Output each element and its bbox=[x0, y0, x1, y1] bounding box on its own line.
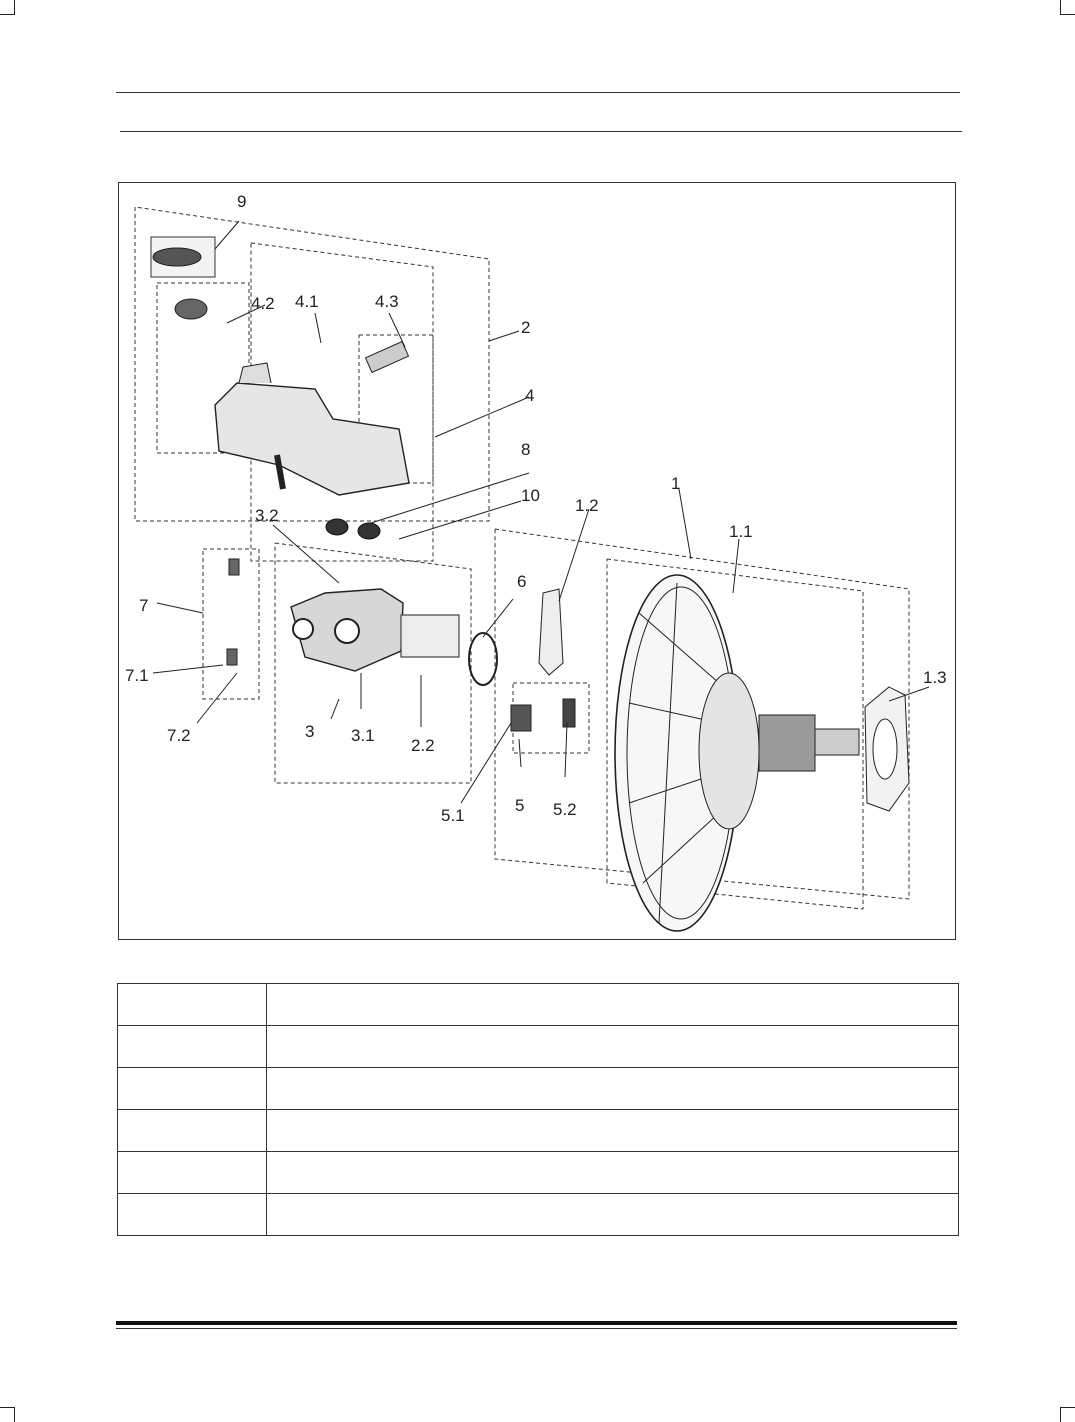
table-row bbox=[117, 1067, 959, 1110]
table-cell bbox=[117, 1193, 267, 1236]
header-rule-bottom bbox=[120, 131, 962, 132]
reservoir-cap bbox=[150, 236, 216, 320]
table-cell bbox=[117, 1067, 267, 1110]
grommets bbox=[325, 518, 381, 540]
brake-booster bbox=[614, 574, 860, 932]
callout-3-2: 3.2 bbox=[255, 506, 279, 525]
booster-seal bbox=[538, 588, 564, 676]
callout-6: 6 bbox=[517, 572, 526, 591]
header-rule-top bbox=[116, 92, 960, 93]
callout-3: 3 bbox=[305, 722, 314, 741]
fittings bbox=[226, 558, 240, 666]
table-row bbox=[117, 1193, 959, 1236]
callout-1-1: 1.1 bbox=[729, 522, 753, 541]
master-cylinder bbox=[290, 588, 498, 686]
callout-4: 4 bbox=[525, 386, 534, 405]
callout-3-1: 3.1 bbox=[351, 726, 375, 745]
table-cell bbox=[117, 1109, 267, 1152]
callout-5-1: 5.1 bbox=[441, 806, 465, 825]
booster-gasket bbox=[864, 686, 910, 812]
callout-4-2: 4.2 bbox=[251, 294, 275, 313]
table-cell bbox=[117, 1151, 267, 1194]
check-valve bbox=[510, 698, 576, 732]
callout-10: 10 bbox=[521, 486, 540, 505]
table-cell bbox=[266, 1067, 959, 1110]
exploded-view-figure: 9 4.2 4.1 4.3 2 4 8 10 3.2 7 7.1 7.2 3 3… bbox=[118, 182, 956, 940]
callout-9: 9 bbox=[237, 192, 246, 211]
fluid-reservoir bbox=[214, 340, 410, 496]
table-cell bbox=[117, 1025, 267, 1068]
footer-rule-thick bbox=[116, 1321, 957, 1325]
table-cell bbox=[117, 983, 267, 1026]
callout-1: 1 bbox=[671, 474, 680, 493]
crop-mark-top-right bbox=[1060, 0, 1075, 15]
leader-lines bbox=[152, 220, 930, 804]
table-cell bbox=[266, 983, 959, 1026]
brake-booster-exploded-diagram: 9 4.2 4.1 4.3 2 4 8 10 3.2 7 7.1 7.2 3 3… bbox=[125, 192, 947, 932]
table-row bbox=[117, 1151, 959, 1194]
parts-table bbox=[117, 983, 959, 1236]
callout-7-1: 7.1 bbox=[125, 666, 149, 685]
crop-mark-top-left bbox=[0, 0, 15, 15]
callout-4-3: 4.3 bbox=[375, 292, 399, 311]
callout-5-2: 5.2 bbox=[553, 800, 577, 819]
crop-mark-bottom-left bbox=[0, 1407, 15, 1422]
callout-4-1: 4.1 bbox=[295, 292, 319, 311]
callout-labels: 9 4.2 4.1 4.3 2 4 8 10 3.2 7 7.1 7.2 3 3… bbox=[125, 192, 947, 825]
table-row bbox=[117, 1109, 959, 1152]
callout-8: 8 bbox=[521, 440, 530, 459]
callout-1-2: 1.2 bbox=[575, 496, 599, 515]
table-cell bbox=[266, 1025, 959, 1068]
callout-5: 5 bbox=[515, 796, 524, 815]
table-cell bbox=[266, 1151, 959, 1194]
table-row bbox=[117, 1025, 959, 1068]
callout-7-2: 7.2 bbox=[167, 726, 191, 745]
footer-rule-thin bbox=[116, 1328, 957, 1329]
table-cell bbox=[266, 1193, 959, 1236]
callout-7: 7 bbox=[139, 596, 148, 615]
callout-2: 2 bbox=[521, 318, 530, 337]
crop-mark-bottom-right bbox=[1060, 1407, 1075, 1422]
table-row bbox=[117, 983, 959, 1026]
callout-1-3: 1.3 bbox=[923, 668, 947, 687]
table-cell bbox=[266, 1109, 959, 1152]
callout-2-2: 2.2 bbox=[411, 736, 435, 755]
